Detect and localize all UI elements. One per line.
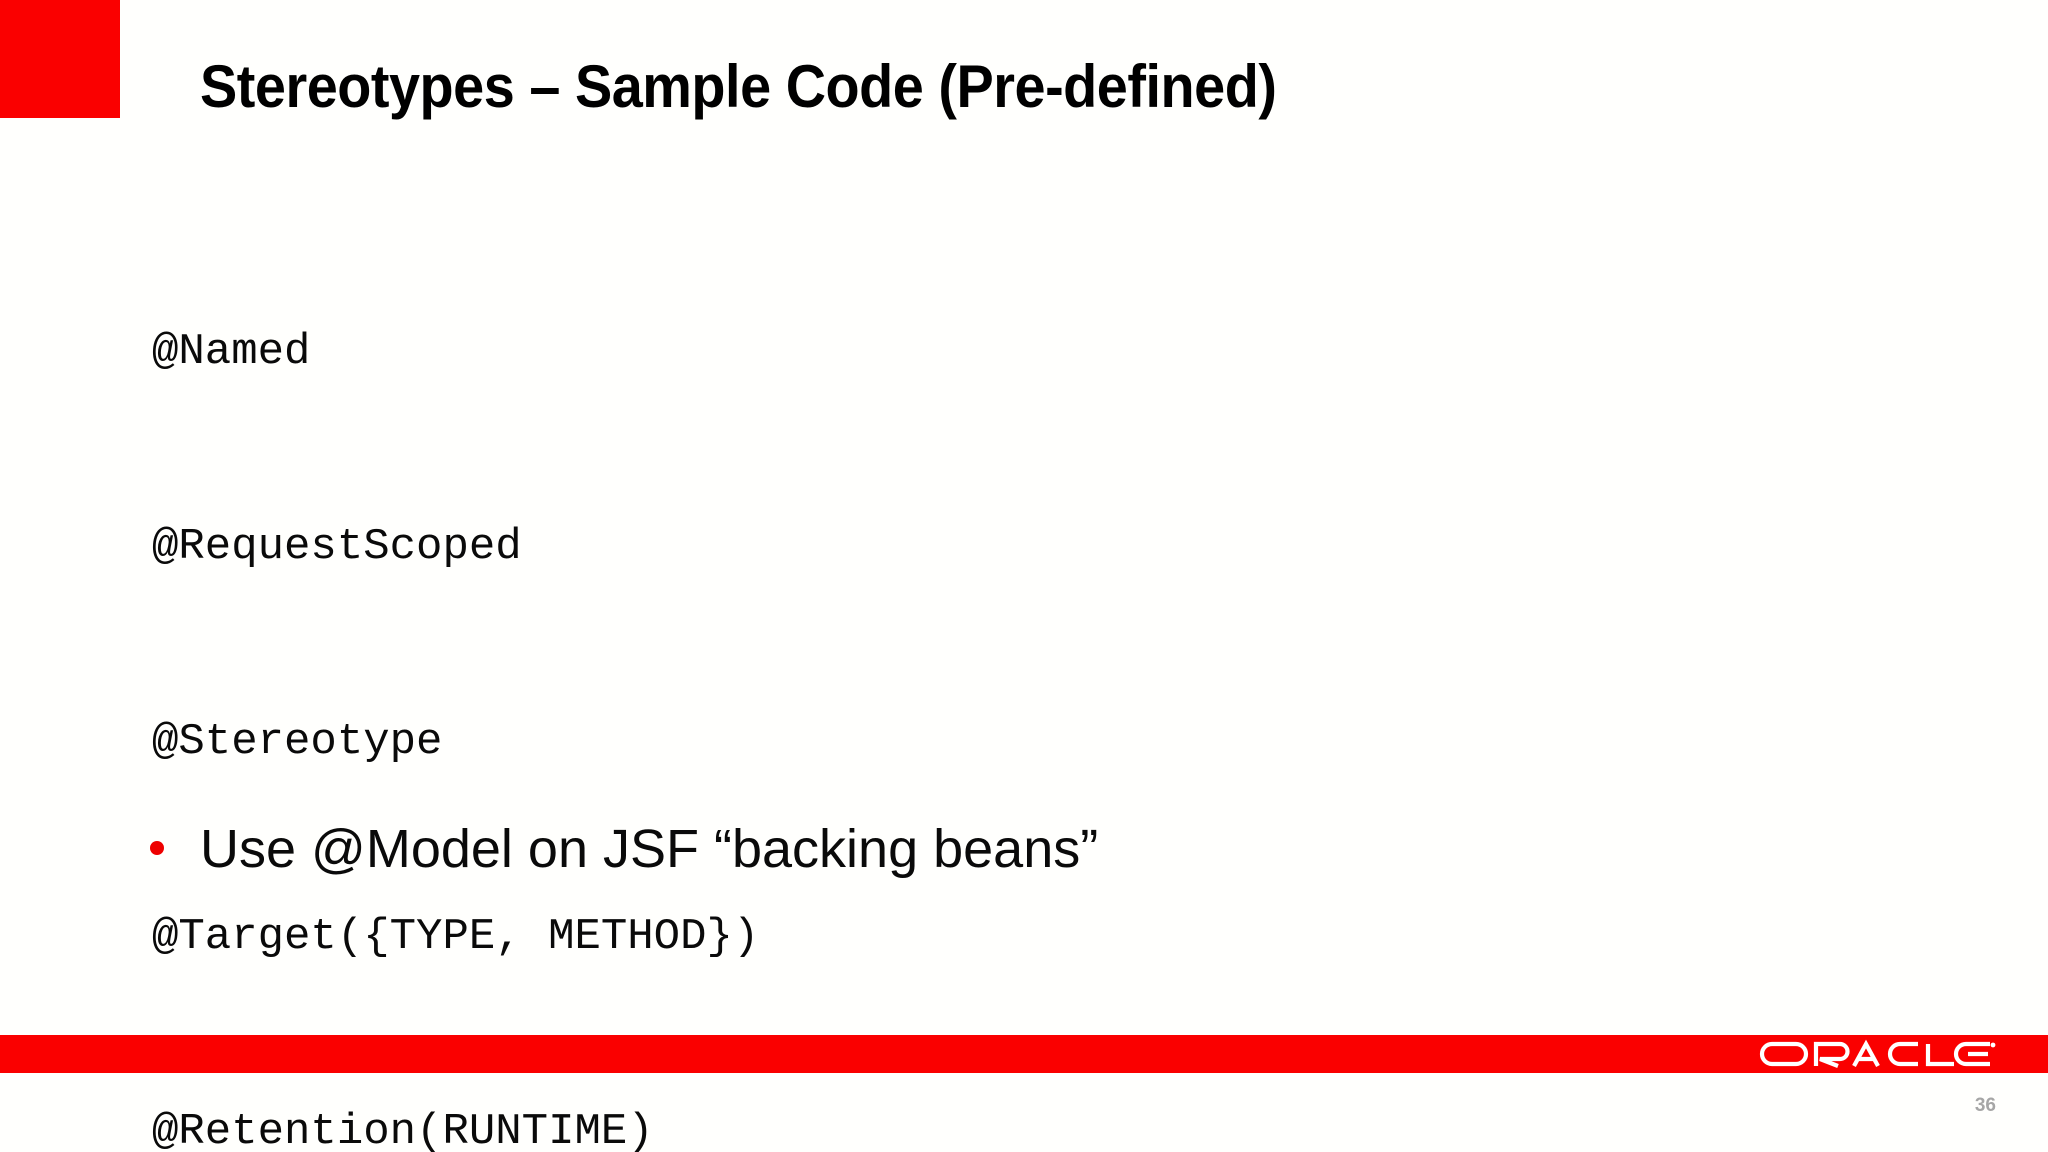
code-line: @Target({TYPE, METHOD}) <box>152 912 760 962</box>
bullet-dot-icon <box>150 806 200 868</box>
code-line: @Stereotype <box>152 717 443 767</box>
bullet-text: Use @Model on JSF “backing beans” <box>200 819 1099 879</box>
code-line: @Named <box>152 327 311 377</box>
page-number: 36 <box>1974 1095 1996 1116</box>
footer-bar <box>0 1035 2048 1073</box>
corner-accent-block <box>0 0 120 118</box>
code-block: @Named @RequestScoped @Stereotype @Targe… <box>152 190 839 1152</box>
page-title: Stereotypes – Sample Code (Pre-defined) <box>200 53 1277 120</box>
list-item: Use @Model on JSF “backing beans” <box>150 818 1850 880</box>
code-line: @RequestScoped <box>152 522 522 572</box>
bullet-list: Use @Model on JSF “backing beans” <box>150 818 1850 880</box>
code-line: @Retention(RUNTIME) <box>152 1107 654 1152</box>
oracle-logo <box>1758 1038 1996 1070</box>
